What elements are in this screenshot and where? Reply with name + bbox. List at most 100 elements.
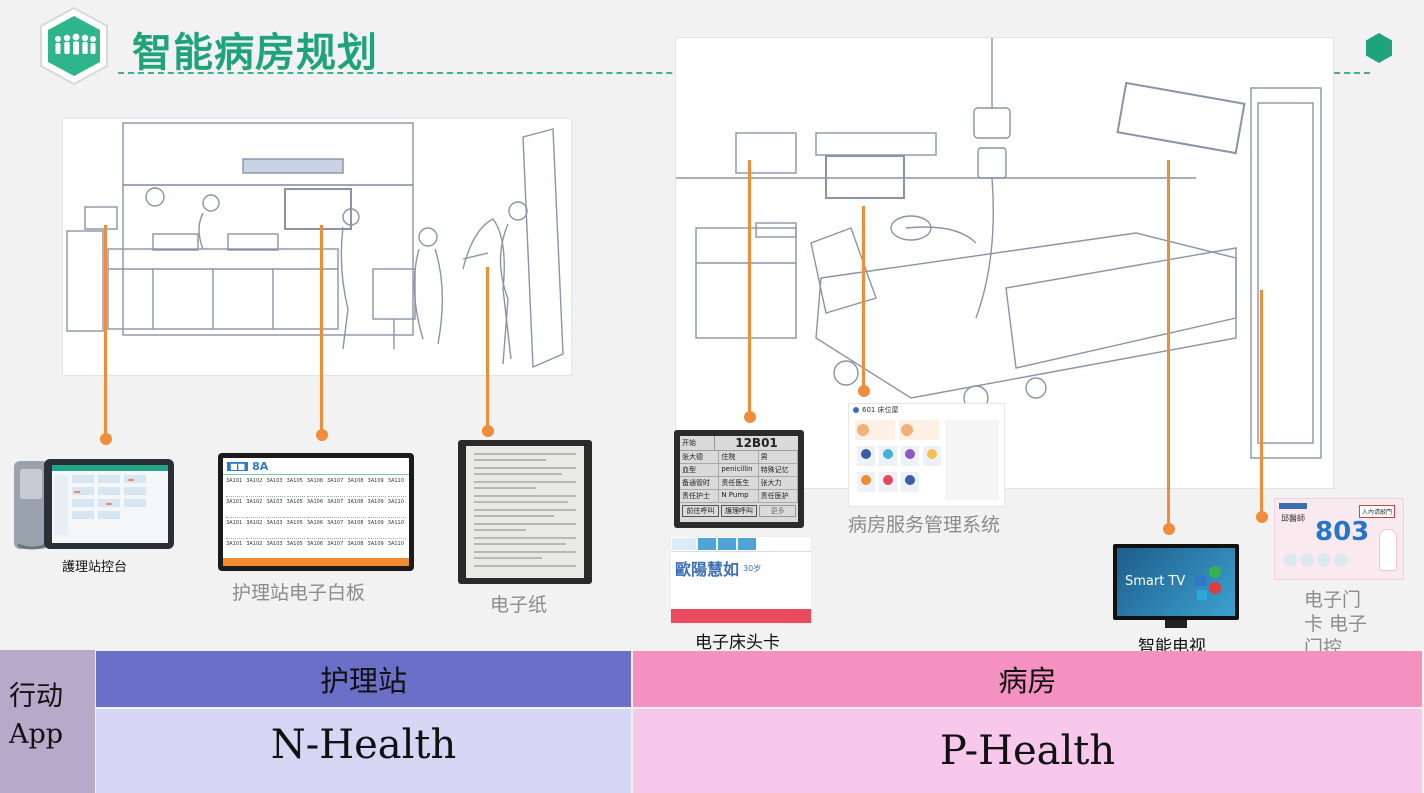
connector-ward-system — [862, 206, 865, 392]
whiteboard-bed-cell: 3A107 — [327, 520, 346, 539]
whiteboard-bed-cell: 3A101 — [226, 520, 245, 539]
whiteboard-bed-cell: 3A108 — [347, 499, 366, 518]
bedside-cell: 男 — [758, 451, 798, 464]
whiteboard-bed-cell: 3A101 — [226, 499, 245, 518]
whiteboard-ward: 8A — [252, 459, 269, 473]
whiteboard-bed-cell: 3A102 — [246, 499, 265, 518]
whiteboard-bed-cell: 3A107 — [327, 478, 346, 497]
hexagon-icon — [1366, 33, 1392, 63]
whiteboard-logo: ■■ — [227, 461, 249, 471]
whiteboard-bed-cell: 3A103 — [266, 520, 285, 539]
door-card-name: 邱醫師 — [1281, 514, 1305, 523]
whiteboard-bed-cell: 3A102 — [246, 478, 265, 497]
bedside-cell: 备通管时 — [680, 477, 720, 490]
bedside-cell: 张大力 — [758, 477, 798, 490]
connector-smart-tv — [1167, 160, 1170, 530]
station-console-device — [12, 455, 177, 555]
epaper-label: 电子纸 — [490, 594, 548, 616]
whiteboard-bed-cell: 3A103 — [266, 499, 285, 518]
ward-header: 病房 — [633, 651, 1422, 707]
whiteboard-bed-cell: 3A106 — [306, 499, 326, 518]
connector-whiteboard — [320, 225, 323, 435]
bedside-call-button[interactable]: 前往呼叫 — [682, 505, 719, 517]
whiteboard-bed-cell: 3A103 — [266, 478, 285, 497]
mail-icon — [1195, 576, 1207, 586]
bedside-cell: 责任医护 — [758, 490, 798, 503]
ward-system-device: 601 床位屋 — [848, 403, 1005, 507]
bedside-card-color: 歐陽慧如 30岁 — [670, 536, 812, 624]
whiteboard-bed-cell: 3A105 — [286, 478, 305, 497]
door-card-device: 邱醫師 入內请敲門 803 — [1274, 498, 1404, 580]
connector-station-console — [104, 225, 107, 439]
mobile-app-cell: 行动 App — [0, 650, 95, 793]
whiteboard-bed-cell: 3A106 — [306, 520, 326, 539]
connector-dot — [1256, 511, 1268, 523]
ward-system-room: 601 床位屋 — [862, 406, 899, 414]
door-card-label: 电子门卡 电子门控 — [1304, 589, 1368, 658]
door-card-knock-badge: 入內请敲門 — [1359, 505, 1396, 518]
bedside-cell: 责任医生 — [719, 477, 759, 490]
bedside-cell: 特殊记忆 — [758, 464, 798, 477]
connector-dot — [482, 425, 494, 437]
bedside-cell: 责任护士 — [680, 490, 720, 503]
connector-dot — [1163, 523, 1175, 535]
connector-bedside-card — [748, 160, 751, 418]
station-console-label: 護理站控台 — [62, 560, 128, 575]
door-card-tag — [1279, 503, 1307, 509]
whiteboard-bed-cell: 3A105 — [286, 520, 305, 539]
bedside-cell: 住院 — [719, 451, 759, 464]
whiteboard-bed-cell: 3A107 — [327, 499, 346, 518]
whiteboard-bed-cell: 3A109 — [367, 478, 386, 497]
smart-tv-brand: Smart TV — [1125, 574, 1186, 589]
bedside-cell: 开始 — [680, 436, 715, 450]
bedside-cell: 张大德 — [680, 451, 720, 464]
n-health-cell: N-Health — [96, 709, 631, 793]
whiteboard-bed-cell: 3A108 — [347, 520, 366, 539]
door-card-room: 803 — [1315, 517, 1370, 547]
connector-dot — [100, 433, 112, 445]
connector-epaper — [486, 267, 489, 431]
connector-dot — [744, 411, 756, 423]
page-title: 智能病房规划 — [132, 30, 378, 76]
whiteboard-bed-cell: 3A102 — [246, 520, 265, 539]
bedside-cell: penicillin — [719, 464, 759, 477]
whiteboard-bed-cell: 3A109 — [367, 520, 386, 539]
connector-dot — [316, 429, 328, 441]
bedside-cell: N Pump — [719, 490, 759, 503]
smart-tv-device: Smart TV — [1113, 544, 1239, 630]
record-icon — [1209, 582, 1221, 594]
connector-door-card — [1260, 290, 1263, 518]
bedside-room: 12B01 — [735, 436, 778, 450]
whiteboard-label: 护理站电子白板 — [232, 582, 366, 604]
whiteboard-bed-cell: 3A110 — [387, 478, 406, 497]
bedside-patient-age: 30岁 — [743, 563, 762, 573]
whiteboard-bed-cell: 3A110 — [387, 499, 406, 518]
whiteboard-bed-cell: 3A101 — [226, 478, 245, 497]
bedside-card-label: 电子床头卡 — [695, 633, 780, 653]
whiteboard-bed-cell: 3A108 — [347, 478, 366, 497]
p-health-cell: P-Health — [633, 709, 1422, 793]
bedside-more-button[interactable]: 更多 — [759, 505, 797, 517]
nursing-station-illustration — [62, 118, 572, 376]
people-group-icon — [55, 33, 96, 55]
bedside-cell: 血型 — [680, 464, 720, 477]
whiteboard-bed-cell: 3A106 — [306, 478, 326, 497]
connector-dot — [858, 385, 870, 397]
ward-system-label: 病房服务管理系统 — [848, 514, 1001, 536]
epaper-device — [458, 440, 592, 584]
user-icon — [1209, 566, 1221, 578]
whiteboard-bed-cell: 3A109 — [367, 499, 386, 518]
bedside-nurse-button[interactable]: 護理呼叫 — [720, 505, 758, 517]
whiteboard-bed-cell: 3A105 — [286, 499, 305, 518]
nurse-avatar — [1379, 529, 1397, 571]
bedside-patient-name: 歐陽慧如 — [675, 560, 740, 579]
chat-icon — [1197, 590, 1207, 600]
whiteboard-bed-cell: 3A110 — [387, 520, 406, 539]
nurse-station-header: 护理站 — [96, 651, 631, 707]
